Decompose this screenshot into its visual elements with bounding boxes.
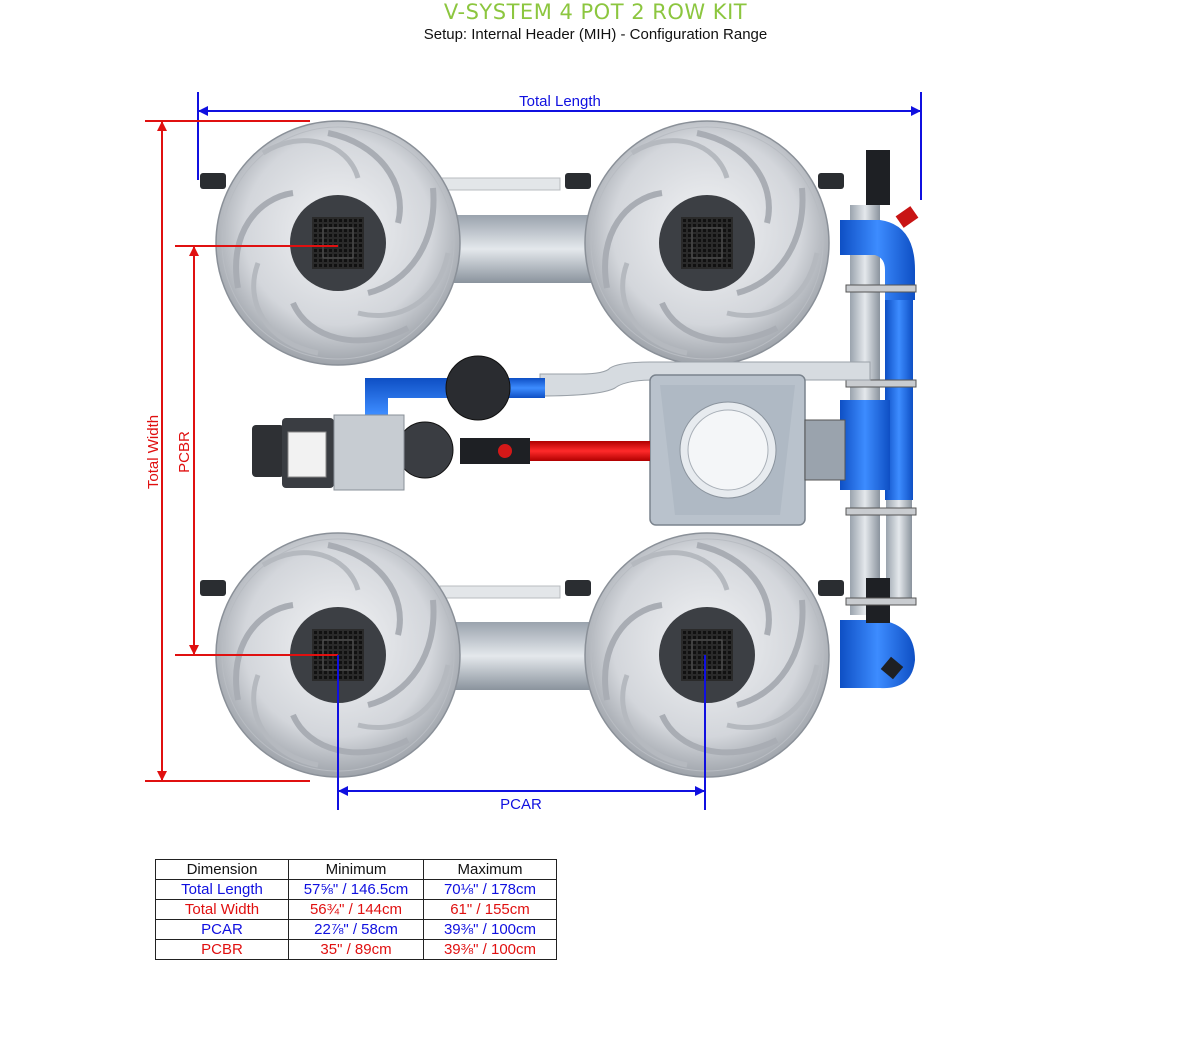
blue-pipe-to-tank [500,378,545,398]
valve-fittings [200,173,844,596]
red-outlet-pipe [530,441,650,461]
col-header-minimum: Minimum [288,859,424,880]
drain-cap [880,656,904,680]
col-header-dimension: Dimension [155,859,289,880]
pot-bottom-right [585,533,829,777]
pump-housing [396,421,454,479]
pcar-dimension [337,655,706,810]
red-valve-top-icon [895,206,919,228]
dimension-table: Dimension Minimum Maximum Total Length 5… [155,859,557,960]
row-name: PCAR [155,919,289,940]
blue-elbow-bottom [840,620,915,689]
page-title: V-SYSTEM 4 POT 2 ROW KIT [443,0,748,24]
red-valve-icon [498,444,512,458]
flex-tube-top [440,215,600,283]
total-width-dimension [145,120,310,782]
total-length-label: Total Length [519,93,601,110]
tee-top [866,150,890,205]
row-min: 35" / 89cm [288,939,424,960]
system-diagram: Total Length Total Width PCBR PCAR [145,92,922,813]
black-fitting [460,438,530,464]
pot-top-left [216,121,460,365]
filter-top [445,355,511,421]
blue-elbow-top [840,220,915,300]
total-length-dimension [197,92,922,200]
col-header-maximum: Maximum [423,859,557,880]
pcar-label: PCAR [500,796,542,813]
table-row: PCBR 35" / 89cm 39⅜" / 100cm [155,939,557,960]
row-min: 57⅝" / 146.5cm [288,879,424,900]
row-max: 39⅜" / 100cm [423,919,557,940]
hose-top [439,177,561,191]
row-max: 39⅜" / 100cm [423,939,557,960]
row-name: PCBR [155,939,289,960]
pump-motor [252,414,405,491]
blue-pipe-center [840,400,890,490]
row-max: 61" / 155cm [423,899,557,920]
reservoir [649,374,806,526]
row-min: 56¾" / 144cm [288,899,424,920]
flex-tube-bottom [440,622,600,690]
manifold-connector [804,419,846,481]
pot-top-right [585,121,829,365]
pcbr-label: PCBR [176,431,193,473]
table-row: Total Width 56¾" / 144cm 61" / 155cm [155,899,557,920]
row-max: 70⅛" / 178cm [423,879,557,900]
hose-bottom [439,585,561,599]
clamps [845,284,917,606]
table-row: PCAR 22⅞" / 58cm 39⅜" / 100cm [155,919,557,940]
table-row: Total Length 57⅝" / 146.5cm 70⅛" / 178cm [155,879,557,900]
table-header-row: Dimension Minimum Maximum [155,859,557,880]
pcbr-dimension [175,245,338,656]
row-name: Total Length [155,879,289,900]
total-width-label: Total Width [145,415,162,489]
row-name: Total Width [155,899,289,920]
row-min: 22⅞" / 58cm [288,919,424,940]
page-subtitle: Setup: Internal Header (MIH) - Configura… [423,26,768,43]
